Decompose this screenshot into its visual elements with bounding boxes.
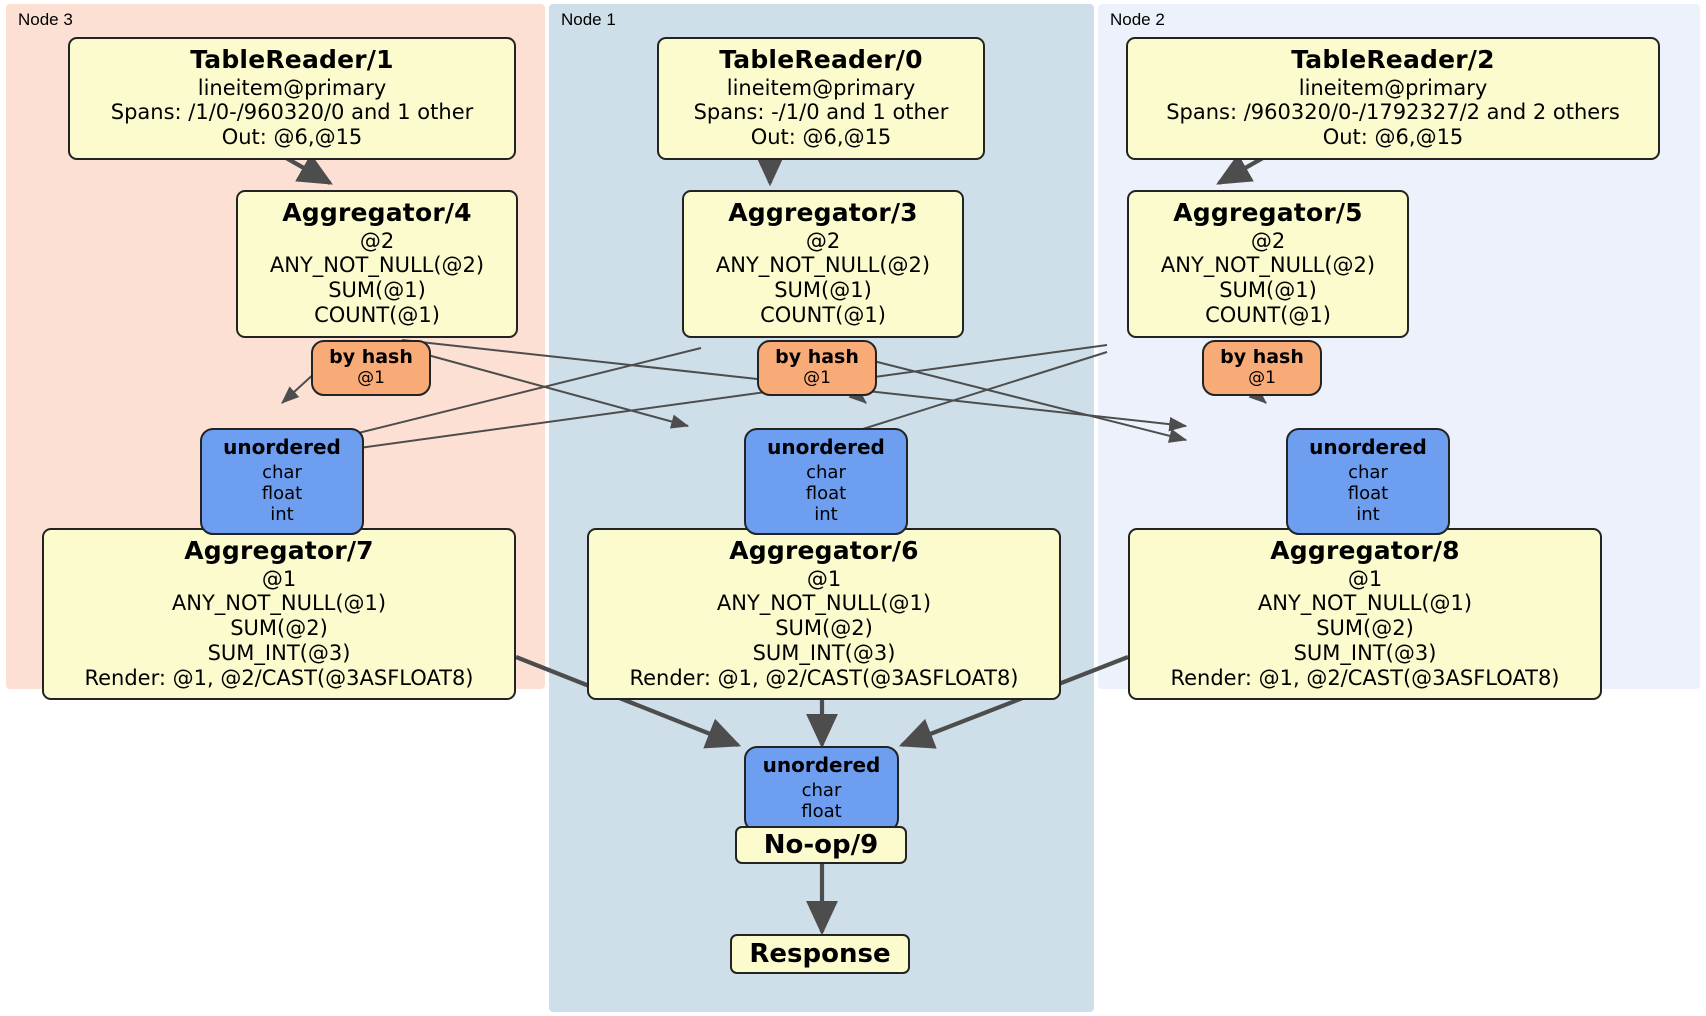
synchronizer-unordered-node-3-type-2: int <box>270 504 294 526</box>
table-reader-0-spans: Spans: -/1/0 and 1 other <box>693 100 949 125</box>
aggregator-4-func-2: COUNT(@1) <box>314 302 440 327</box>
aggregator-8-render: Render: @1, @2/CAST(@3ASFLOAT8) <box>1170 665 1560 690</box>
aggregator-5-func-0: ANY_NOT_NULL(@2) <box>1160 253 1376 278</box>
synchronizer-unordered-final-title: unordered <box>762 753 881 777</box>
synchronizer-unordered-node-2-title: unordered <box>1309 435 1427 459</box>
table-reader-1-out: Out: @6,@15 <box>221 125 363 150</box>
aggregator-6-func-1: SUM(@2) <box>775 616 873 641</box>
table-reader-1-table: lineitem@primary <box>197 75 387 100</box>
table-reader-0[interactable]: TableReader/0 lineitem@primary Spans: -/… <box>657 37 985 160</box>
aggregator-4-func-1: SUM(@1) <box>328 278 426 303</box>
table-reader-1-spans: Spans: /1/0-/960320/0 and 1 other <box>110 100 474 125</box>
synchronizer-unordered-node-2-type-1: float <box>1347 482 1389 504</box>
no-op-9[interactable]: No-op/9 <box>735 826 907 864</box>
synchronizer-unordered-node-1[interactable]: unordered char float int <box>744 428 908 536</box>
table-reader-2-spans: Spans: /960320/0-/1792327/2 and 2 others <box>1166 100 1620 125</box>
aggregator-8[interactable]: Aggregator/8 @1 ANY_NOT_NULL(@1) SUM(@2)… <box>1128 528 1602 701</box>
router-by-hash-node-2-col: @1 <box>1248 368 1276 389</box>
synchronizer-unordered-node-3-type-1: float <box>261 482 303 504</box>
synchronizer-unordered-node-3-type-0: char <box>262 461 302 483</box>
aggregator-6-func-0: ANY_NOT_NULL(@1) <box>716 591 932 616</box>
aggregator-5-func-2: COUNT(@1) <box>1205 302 1331 327</box>
aggregator-8-func-0: ANY_NOT_NULL(@1) <box>1257 591 1473 616</box>
table-reader-2[interactable]: TableReader/2 lineitem@primary Spans: /9… <box>1126 37 1660 160</box>
aggregator-3-func-2: COUNT(@1) <box>760 302 886 327</box>
table-reader-1[interactable]: TableReader/1 lineitem@primary Spans: /1… <box>68 37 516 160</box>
table-reader-0-title: TableReader/0 <box>719 45 923 74</box>
router-by-hash-node-3-title: by hash <box>329 346 413 368</box>
aggregator-7[interactable]: Aggregator/7 @1 ANY_NOT_NULL(@1) SUM(@2)… <box>42 528 516 701</box>
synchronizer-unordered-node-1-type-2: int <box>814 504 838 526</box>
aggregator-3-title: Aggregator/3 <box>728 198 918 227</box>
no-op-9-label: No-op/9 <box>763 829 879 860</box>
synchronizer-unordered-node-3[interactable]: unordered char float int <box>200 428 364 536</box>
synchronizer-unordered-final-type-0: char <box>801 779 842 801</box>
aggregator-6-render: Render: @1, @2/CAST(@3ASFLOAT8) <box>629 665 1019 690</box>
aggregator-4[interactable]: Aggregator/4 @2 ANY_NOT_NULL(@2) SUM(@1)… <box>236 190 518 338</box>
aggregator-7-func-1: SUM(@2) <box>230 616 328 641</box>
aggregator-3-group: @2 <box>805 228 841 253</box>
synchronizer-unordered-node-1-type-0: char <box>806 461 846 483</box>
router-by-hash-node-3[interactable]: by hash @1 <box>311 340 431 397</box>
router-by-hash-node-1-title: by hash <box>775 346 859 368</box>
aggregator-5-title: Aggregator/5 <box>1173 198 1363 227</box>
aggregator-8-title: Aggregator/8 <box>1270 536 1460 565</box>
aggregator-6-title: Aggregator/6 <box>729 536 919 565</box>
aggregator-8-func-1: SUM(@2) <box>1316 616 1414 641</box>
synchronizer-unordered-final-type-1: float <box>801 800 842 822</box>
table-reader-2-out: Out: @6,@15 <box>1322 125 1464 150</box>
table-reader-0-out: Out: @6,@15 <box>750 125 892 150</box>
synchronizer-unordered-node-1-type-1: float <box>805 482 847 504</box>
synchronizer-unordered-node-2[interactable]: unordered char float int <box>1286 428 1450 536</box>
table-reader-0-table: lineitem@primary <box>726 75 916 100</box>
synchronizer-unordered-node-2-type-2: int <box>1356 504 1380 526</box>
synchronizer-unordered-final[interactable]: unordered char float <box>744 746 899 833</box>
cluster-label-node-2: Node 2 <box>1110 10 1165 29</box>
router-by-hash-node-1-col: @1 <box>803 368 831 389</box>
aggregator-5-func-1: SUM(@1) <box>1219 278 1317 303</box>
table-reader-2-title: TableReader/2 <box>1291 45 1495 74</box>
synchronizer-unordered-node-3-title: unordered <box>223 435 341 459</box>
aggregator-6-func-2: SUM_INT(@3) <box>752 640 896 665</box>
aggregator-5-group: @2 <box>1250 228 1286 253</box>
aggregator-3-func-1: SUM(@1) <box>774 278 872 303</box>
router-by-hash-node-3-col: @1 <box>357 368 385 389</box>
router-by-hash-node-2[interactable]: by hash @1 <box>1202 340 1322 397</box>
table-reader-1-title: TableReader/1 <box>190 45 394 74</box>
response-label: Response <box>749 938 891 969</box>
aggregator-7-func-0: ANY_NOT_NULL(@1) <box>171 591 387 616</box>
aggregator-7-render: Render: @1, @2/CAST(@3ASFLOAT8) <box>84 665 474 690</box>
aggregator-3-func-0: ANY_NOT_NULL(@2) <box>715 253 931 278</box>
aggregator-7-group: @1 <box>261 566 297 591</box>
cluster-label-node-1: Node 1 <box>561 10 616 29</box>
router-by-hash-node-2-title: by hash <box>1220 346 1304 368</box>
response-node[interactable]: Response <box>730 934 910 974</box>
synchronizer-unordered-node-2-type-0: char <box>1348 461 1388 483</box>
aggregator-7-func-2: SUM_INT(@3) <box>207 640 351 665</box>
cluster-label-node-3: Node 3 <box>18 10 73 29</box>
table-reader-2-table: lineitem@primary <box>1298 75 1488 100</box>
aggregator-4-group: @2 <box>359 228 395 253</box>
aggregator-6-group: @1 <box>806 566 842 591</box>
aggregator-4-func-0: ANY_NOT_NULL(@2) <box>269 253 485 278</box>
aggregator-6[interactable]: Aggregator/6 @1 ANY_NOT_NULL(@1) SUM(@2)… <box>587 528 1061 701</box>
aggregator-7-title: Aggregator/7 <box>184 536 374 565</box>
aggregator-5[interactable]: Aggregator/5 @2 ANY_NOT_NULL(@2) SUM(@1)… <box>1127 190 1409 338</box>
aggregator-8-func-2: SUM_INT(@3) <box>1293 640 1437 665</box>
router-by-hash-node-1[interactable]: by hash @1 <box>757 340 877 397</box>
synchronizer-unordered-node-1-title: unordered <box>767 435 885 459</box>
aggregator-4-title: Aggregator/4 <box>282 198 472 227</box>
aggregator-3[interactable]: Aggregator/3 @2 ANY_NOT_NULL(@2) SUM(@1)… <box>682 190 964 338</box>
aggregator-8-group: @1 <box>1347 566 1383 591</box>
